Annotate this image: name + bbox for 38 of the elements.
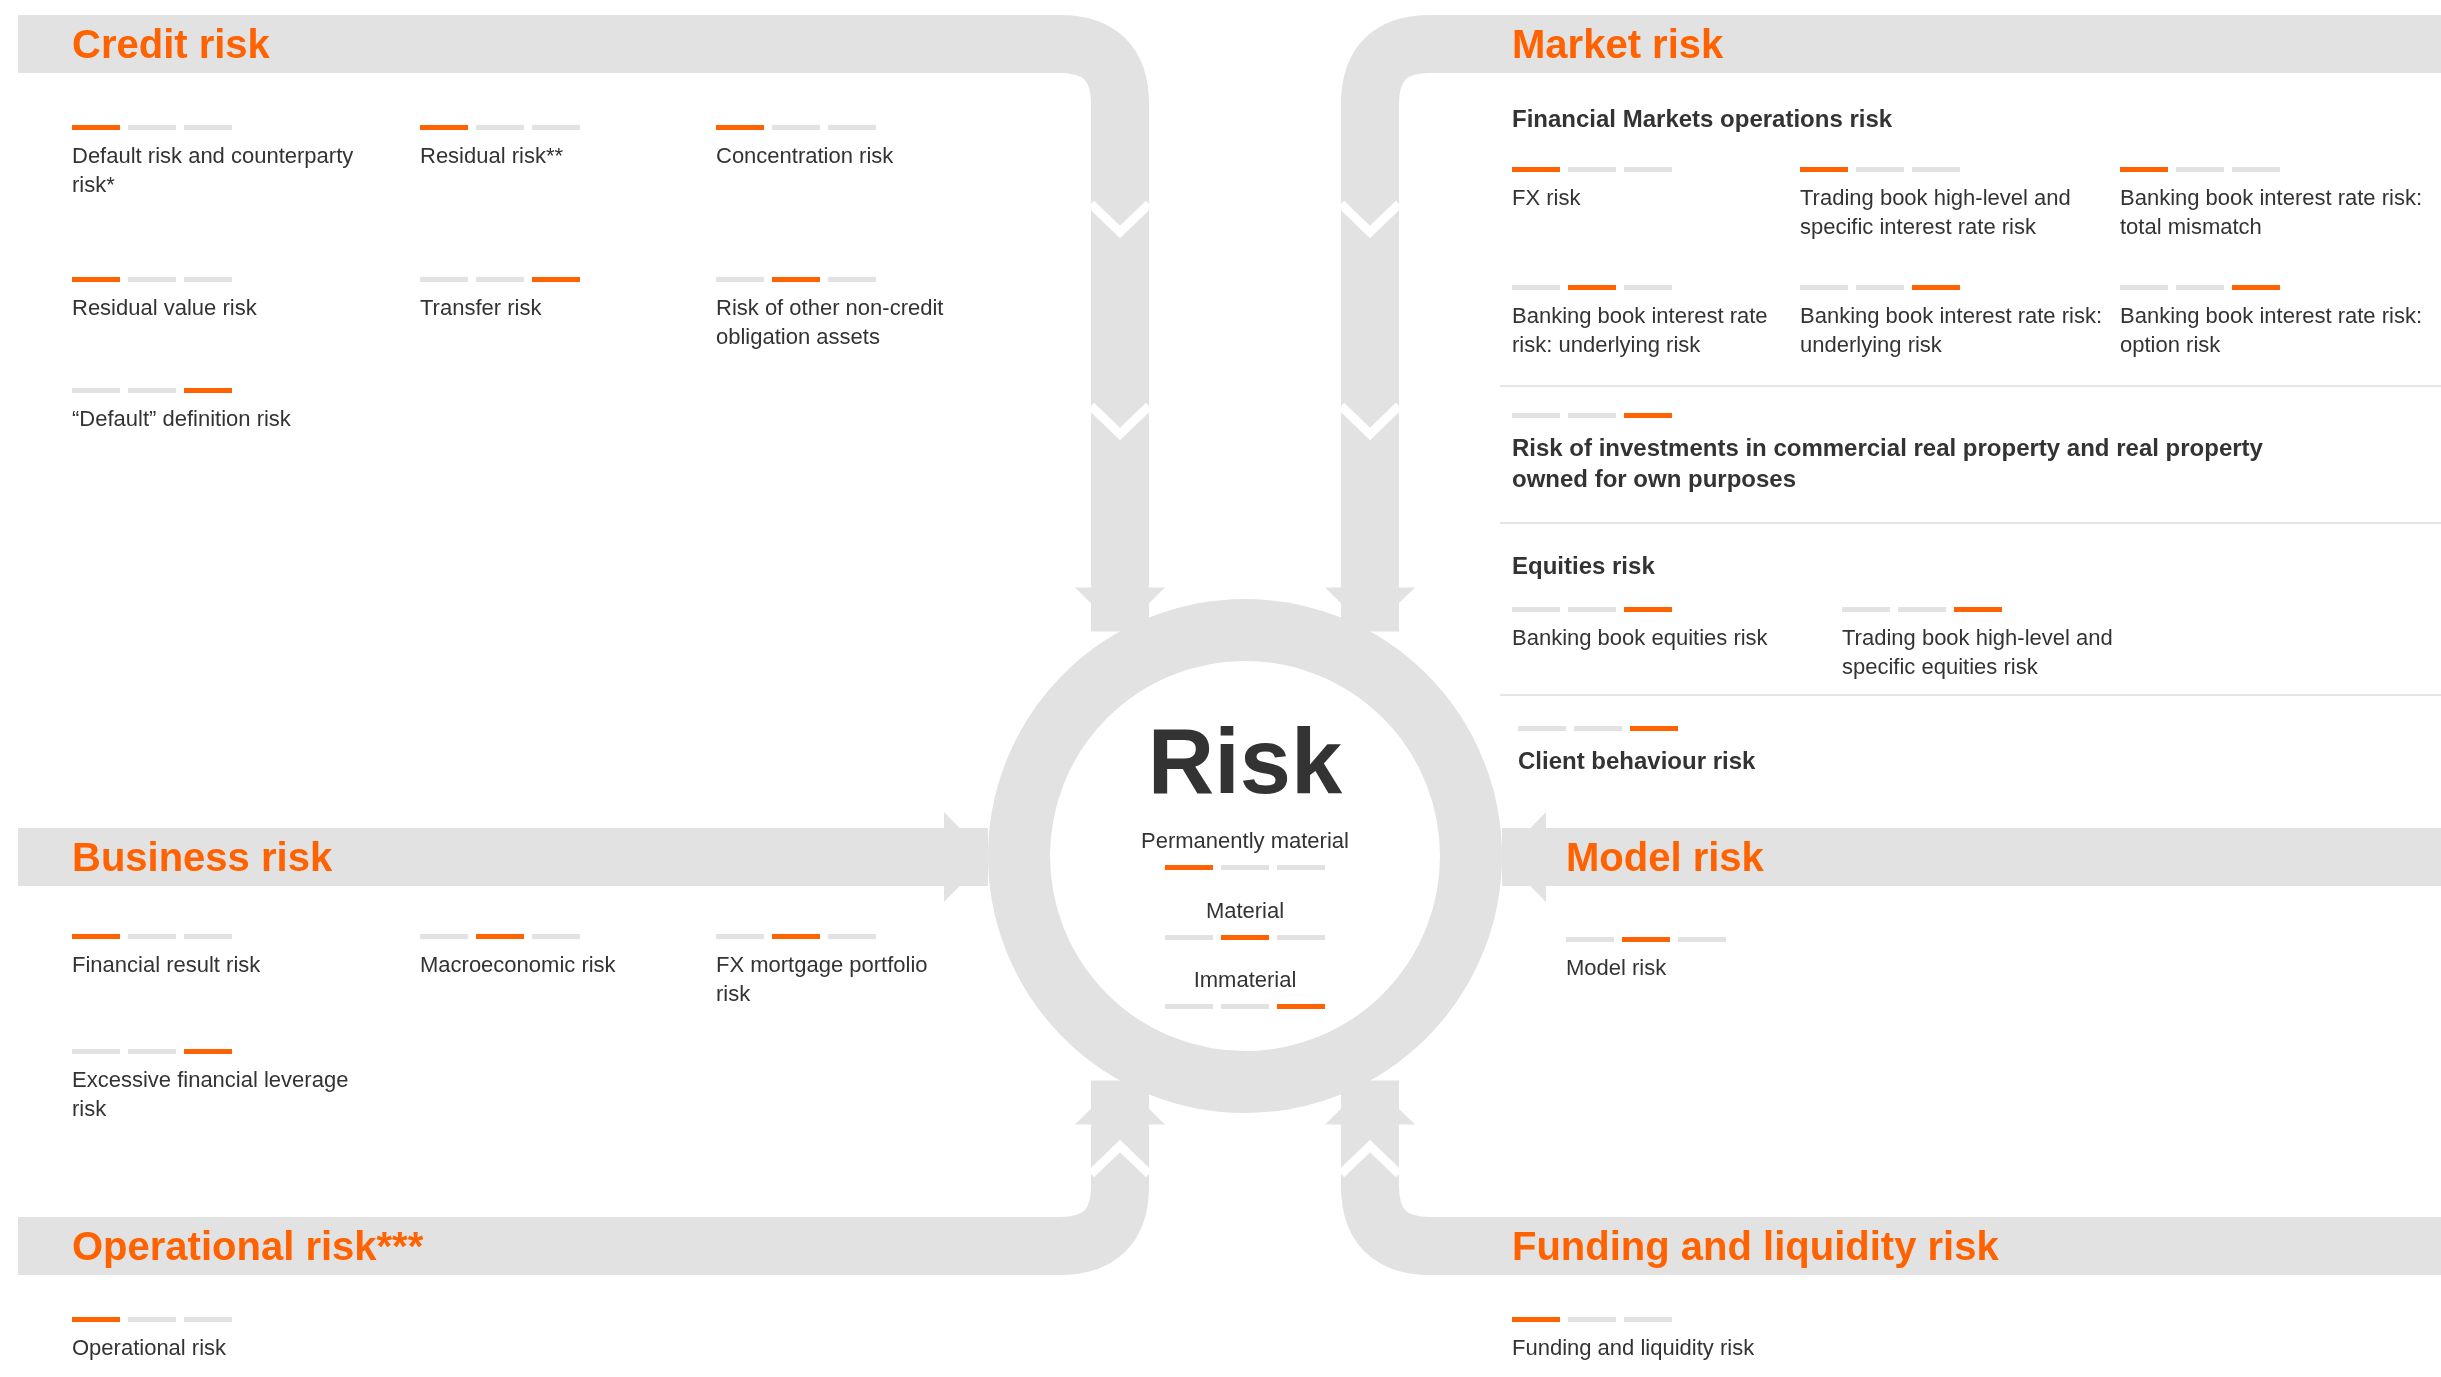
category-title: Operational risk***	[72, 1223, 424, 1270]
group-heading: Financial Markets operations risk	[1512, 104, 1894, 134]
risk-item-label: Banking book interest rate risk: underlying risk	[1800, 302, 2104, 359]
risk-item-label: Banking book interest rate risk: underlying risk	[1512, 302, 1769, 359]
risk-item-label: Excessive financial leverage risk	[72, 1066, 350, 1123]
risk-subcategory-label: Risk of investments in commercial real property and real property owned for own purposes	[1512, 433, 2264, 495]
risk-item-label: Concentration risk	[716, 142, 895, 170]
risk-item-label: FX mortgage portfolio risk	[716, 951, 929, 1008]
risk-item-label: Residual risk**	[420, 142, 565, 170]
risk-item-label: Transfer risk	[420, 294, 543, 322]
category-title: Credit risk	[72, 21, 270, 68]
center-title: Risk	[1146, 709, 1344, 813]
risk-item-label: Banking book interest rate risk: option risk	[2120, 302, 2424, 359]
legend-label: Immaterial	[1192, 966, 1298, 994]
risk-item-label: Trading book high-level and specific interest rate risk	[1800, 184, 2072, 241]
risk-item-label: Operational risk	[72, 1334, 228, 1362]
category-title: Market risk	[1512, 21, 1724, 68]
risk-item-label: Residual value risk	[72, 294, 258, 322]
group-heading: Equities risk	[1512, 551, 1656, 581]
risk-item-label: Financial result risk	[72, 951, 262, 979]
risk-item-label: Risk of other non-credit obligation assets	[716, 294, 945, 351]
flow-arrow	[1325, 15, 1500, 632]
risk-item-label: Banking book equities risk	[1512, 624, 1769, 652]
risk-item-label: Default risk and counterparty risk*	[72, 142, 355, 199]
risk-subcategory-label: Client behaviour risk	[1518, 746, 1757, 776]
risk-item-label: Model risk	[1566, 954, 1668, 982]
risk-item-label: FX risk	[1512, 184, 1582, 212]
flow-arrow	[1325, 1080, 1500, 1275]
category-title: Model risk	[1566, 834, 1764, 881]
legend-label: Material	[1204, 897, 1286, 925]
risk-item-label: Banking book interest rate risk: total mismatch	[2120, 184, 2424, 241]
category-title: Business risk	[72, 834, 333, 881]
risk-item-label: Funding and liquidity risk	[1512, 1334, 1756, 1362]
legend-label: Permanently material	[1140, 827, 1350, 855]
category-title: Funding and liquidity risk	[1512, 1223, 1999, 1270]
risk-item-label: “Default” definition risk	[72, 405, 292, 433]
risk-item-label: Macroeconomic risk	[420, 951, 617, 979]
risk-item-label: Trading book high-level and specific equities risk	[1842, 624, 2114, 681]
